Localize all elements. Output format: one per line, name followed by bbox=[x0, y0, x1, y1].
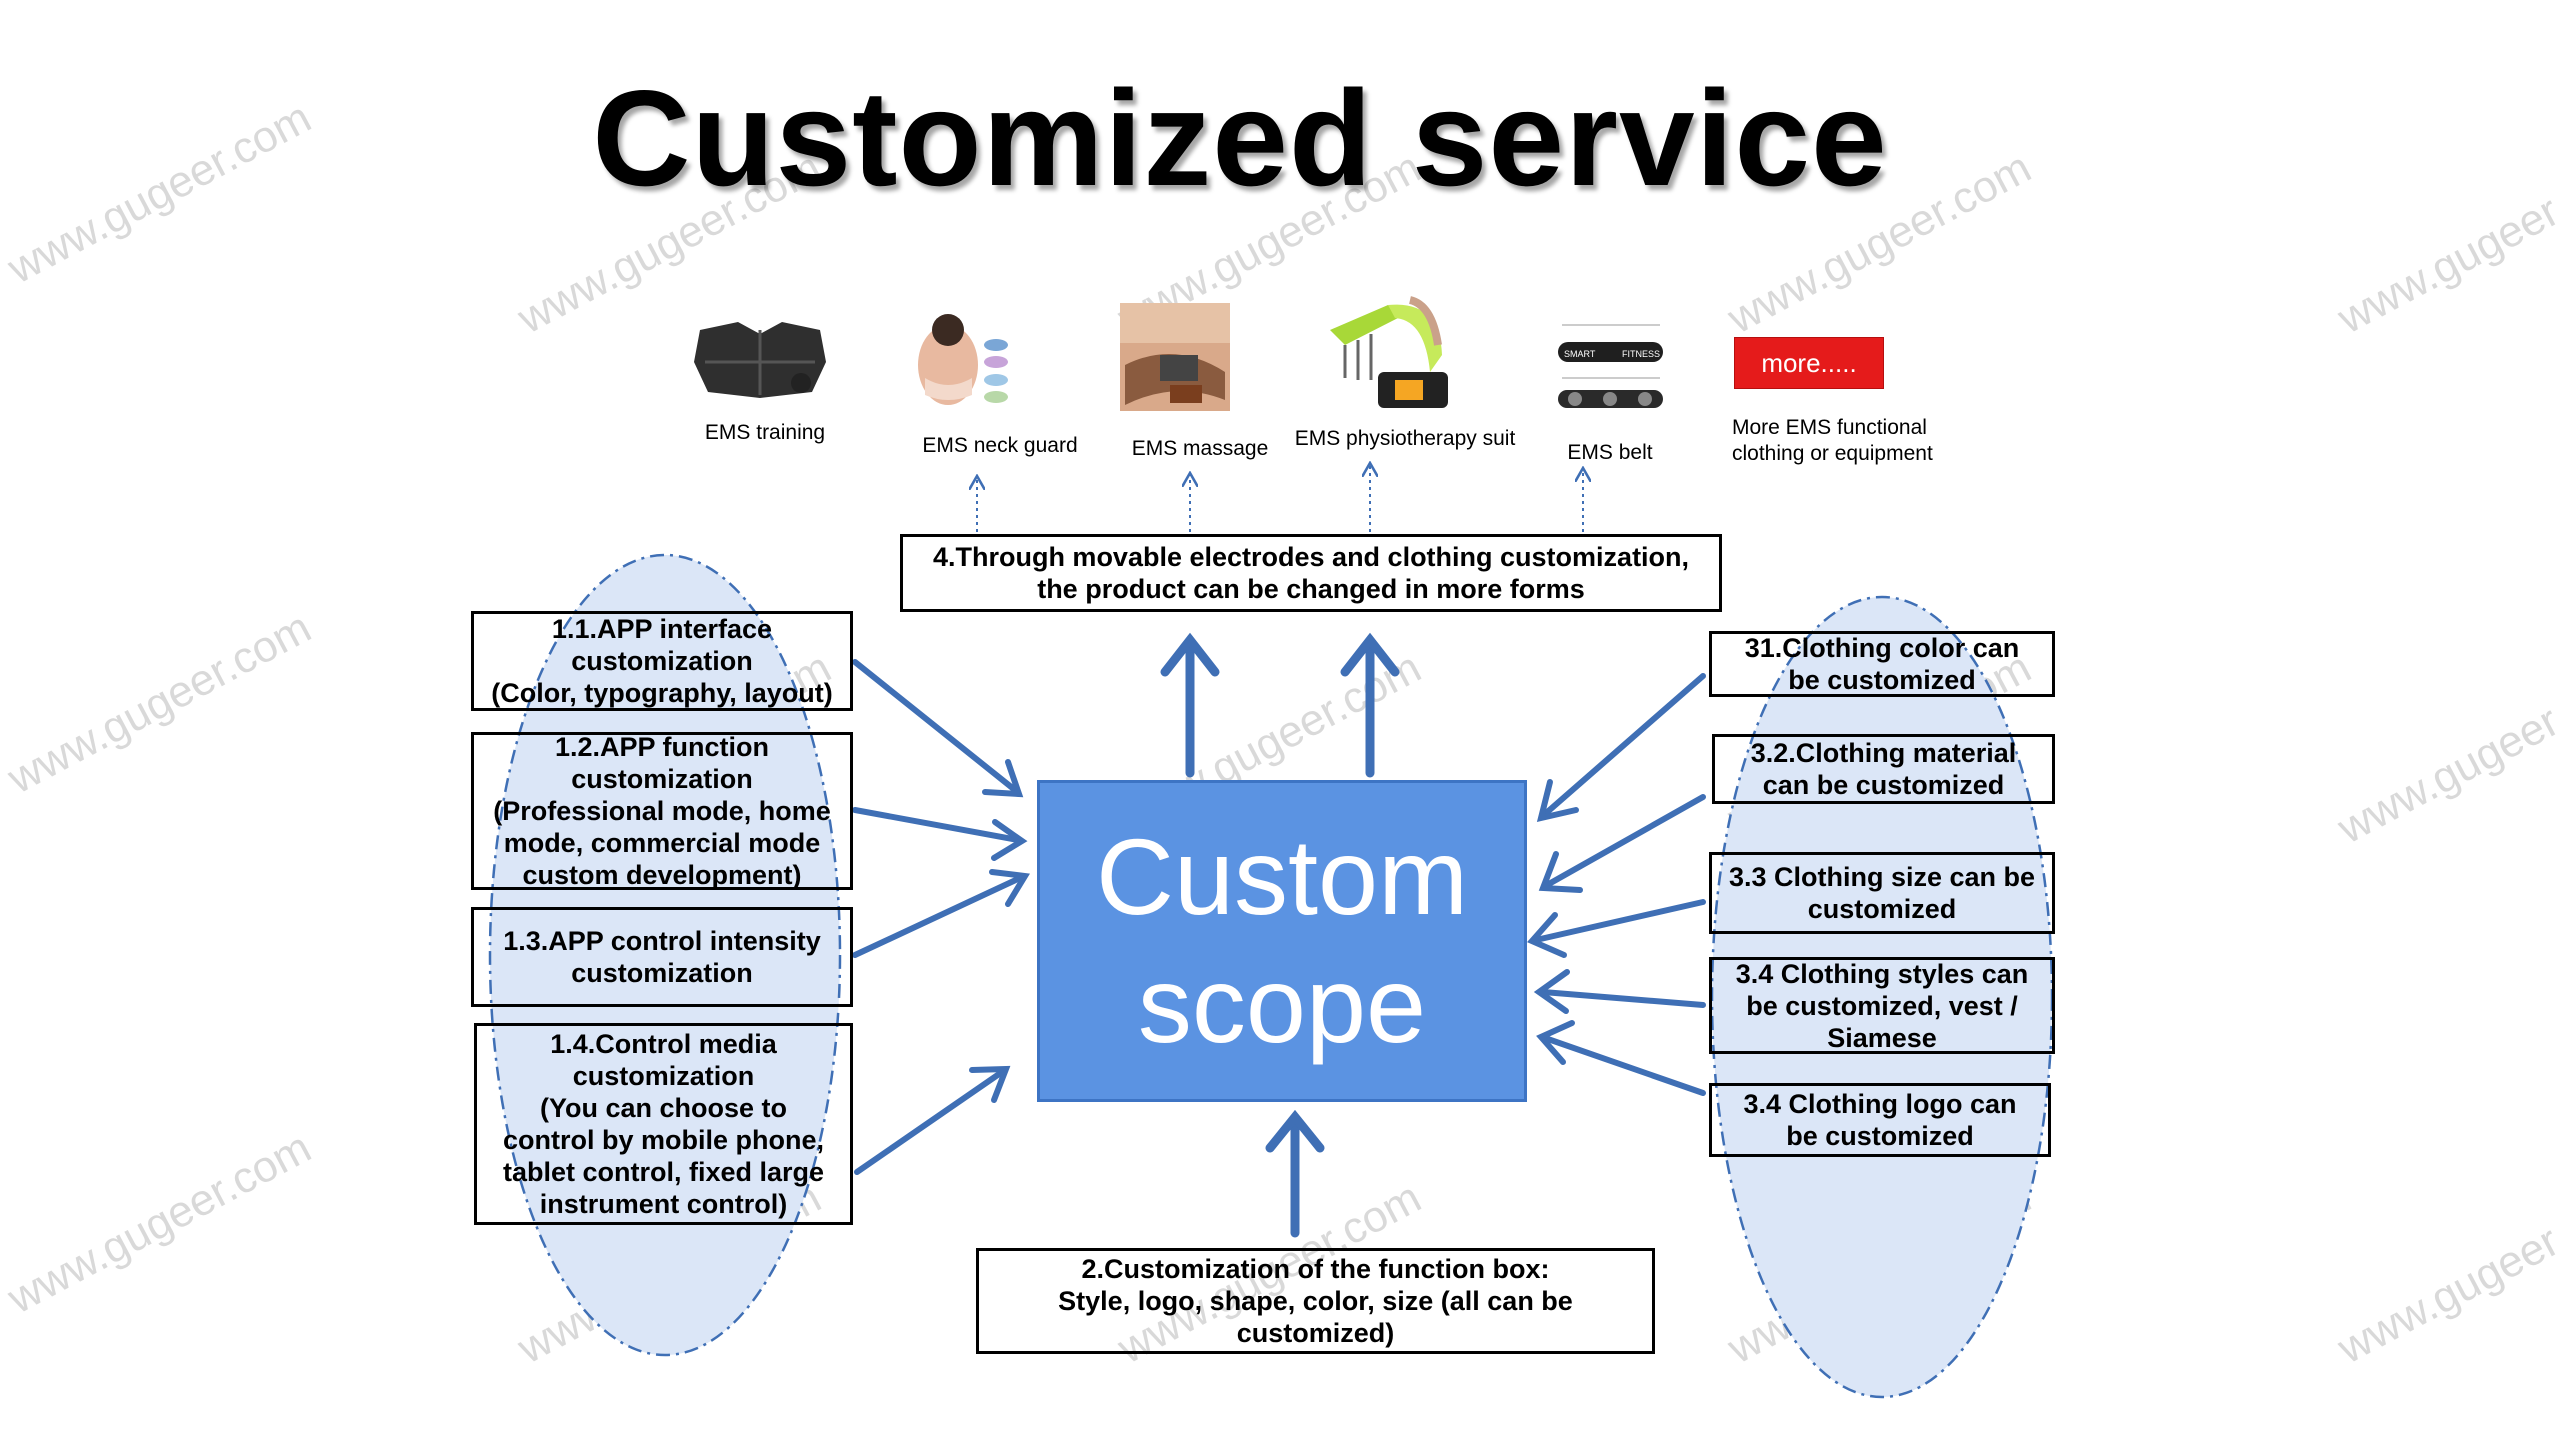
custom-scope-box: Custom scope bbox=[1037, 780, 1527, 1102]
left-group-ellipse bbox=[488, 553, 842, 1357]
ems-belt-image: SMART FITNESS bbox=[1558, 324, 1663, 408]
right-box-clothing-styles: 3.4 Clothing styles can be customized, v… bbox=[1709, 957, 2055, 1054]
ems-training-pad-image bbox=[694, 322, 826, 398]
ems-physiotherapy-suit-image bbox=[1330, 296, 1448, 408]
custom-scope-line-1: Custom bbox=[1095, 816, 1469, 937]
right-box-clothing-color: 31.Clothing color can be customized bbox=[1709, 631, 2055, 697]
product-label-ems-neck-guard: EMS neck guard bbox=[922, 434, 1078, 457]
product-label-ems-physiotherapy-suit: EMS physiotherapy suit bbox=[1294, 427, 1516, 450]
belt-image-text-smart: SMART bbox=[1564, 349, 1596, 359]
left-box-app-interface: 1.1.APP interface customization (Color, … bbox=[471, 611, 853, 711]
right-box-clothing-size: 3.3 Clothing size can be customized bbox=[1709, 852, 2055, 934]
right-box-clothing-logo: 3.4 Clothing logo can be customized bbox=[1709, 1083, 2051, 1157]
bottom-box-function-box: 2.Customization of the function box: Sty… bbox=[976, 1248, 1655, 1354]
product-label-more: More EMS functional clothing or equipmen… bbox=[1732, 416, 1933, 465]
belt-image-text-fitness: FITNESS bbox=[1622, 349, 1660, 359]
product-label-ems-massage: EMS massage bbox=[1131, 437, 1269, 460]
custom-scope-line-2: scope bbox=[1137, 944, 1427, 1065]
right-box-clothing-material: 3.2.Clothing material can be customized bbox=[1712, 734, 2055, 804]
more-products-button[interactable]: more..... bbox=[1734, 337, 1884, 389]
left-box-app-function: 1.2.APP function customization (Professi… bbox=[471, 732, 853, 890]
left-box-app-control-intensity: 1.3.APP control intensity customization bbox=[471, 907, 853, 1007]
ems-massage-image bbox=[1120, 303, 1230, 411]
product-label-ems-belt: EMS belt bbox=[1567, 441, 1653, 464]
page-title: Customized service bbox=[592, 62, 1888, 214]
left-arrows bbox=[852, 659, 1030, 1175]
center-arrows bbox=[1160, 632, 1400, 1238]
ems-neck-guard-image bbox=[912, 310, 1014, 412]
product-arrows bbox=[977, 465, 1583, 532]
top-box-movable-electrodes: 4.Through movable electrodes and clothin… bbox=[900, 534, 1722, 612]
product-label-ems-training: EMS training bbox=[704, 421, 826, 444]
right-arrows bbox=[1527, 673, 1706, 1096]
left-box-control-media: 1.4.Control media customization (You can… bbox=[474, 1023, 853, 1225]
